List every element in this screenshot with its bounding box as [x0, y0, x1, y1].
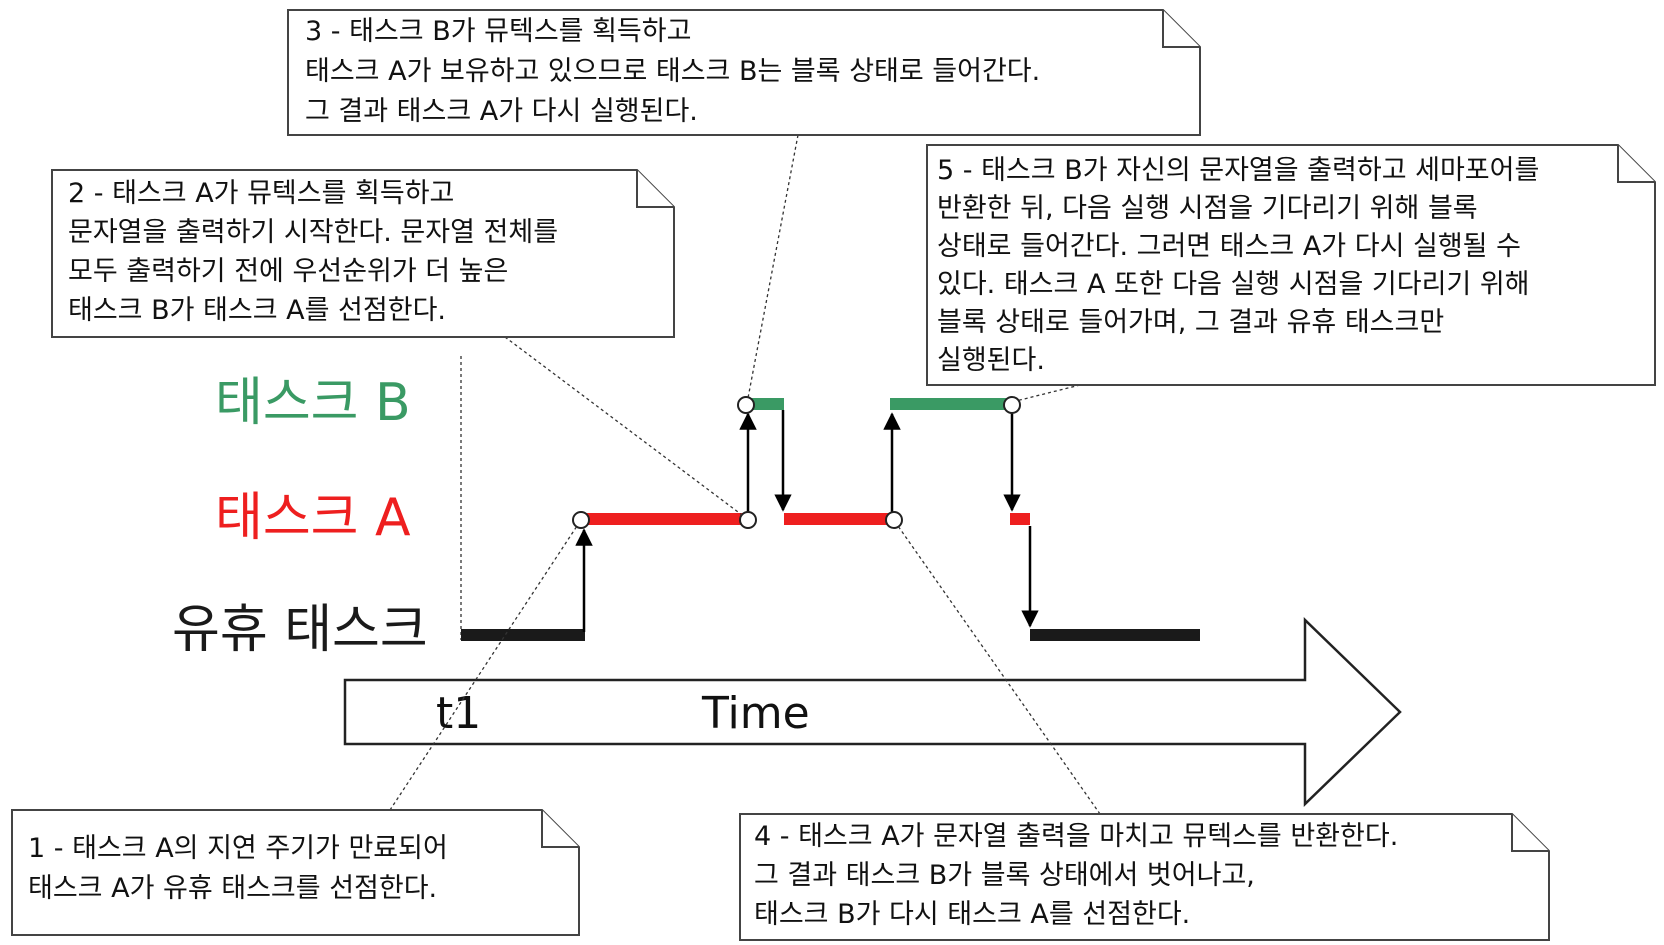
- note-5-line-3: 상태로 들어간다. 그러면 태스크 A가 다시 실행될 수: [937, 231, 1521, 262]
- note-1-line-2: 태스크 A가 유휴 태스크를 선점한다.: [28, 873, 437, 904]
- lane-label-idle: 유휴 태스크: [172, 600, 428, 660]
- time-axis-arrow: [343, 617, 1402, 807]
- note-1-line-1: 1 - 태스크 A의 지연 주기가 만료되어: [28, 833, 448, 864]
- event-node-4: [885, 511, 903, 529]
- note-5-line-1: 5 - 태스크 B가 자신의 문자열을 출력하고 세마포어를: [937, 155, 1539, 186]
- lane-label-task-b: 태스크 B: [215, 373, 411, 433]
- note-1: 1 - 태스크 A의 지연 주기가 만료되어 태스크 A가 유휴 태스크를 선점…: [11, 809, 580, 936]
- note-5-line-4: 있다. 태스크 A 또한 다음 실행 시점을 기다리기 위해: [937, 269, 1530, 300]
- note-5: 5 - 태스크 B가 자신의 문자열을 출력하고 세마포어를 반환한 뒤, 다음…: [926, 144, 1656, 386]
- leader-note5: [1015, 384, 1081, 402]
- note-4-line-2: 그 결과 태스크 B가 블록 상태에서 벗어나고,: [754, 860, 1255, 891]
- note-3: 3 - 태스크 B가 뮤텍스를 획득하고 태스크 A가 보유하고 있으므로 태스…: [287, 9, 1201, 136]
- leader-note1: [389, 525, 578, 811]
- lane-label-task-a: 태스크 A: [215, 488, 411, 548]
- note-4: 4 - 태스크 A가 문자열 출력을 마치고 뮤텍스를 반환한다. 그 결과 태…: [739, 813, 1550, 941]
- note-5-line-6: 실행된다.: [937, 345, 1045, 376]
- note-5-line-5: 블록 상태로 들어가며, 그 결과 유휴 태스크만: [937, 307, 1444, 338]
- note-2-line-4: 태스크 B가 태스크 A를 선점한다.: [68, 295, 446, 326]
- note-5-line-2: 반환한 뒤, 다음 실행 시점을 기다리기 위해 블록: [937, 193, 1478, 224]
- event-node-2: [739, 511, 757, 529]
- event-node-1: [572, 511, 590, 529]
- note-4-line-1: 4 - 태스크 A가 문자열 출력을 마치고 뮤텍스를 반환한다.: [754, 821, 1398, 852]
- leader-note4: [897, 525, 1101, 815]
- time-label: Time: [701, 688, 810, 739]
- event-node-5: [1003, 396, 1021, 414]
- event-node-3: [737, 396, 755, 414]
- note-3-line-3: 그 결과 태스크 A가 다시 실행된다.: [305, 96, 698, 127]
- note-3-line-1: 3 - 태스크 B가 뮤텍스를 획득하고: [305, 16, 691, 47]
- t1-label: t1: [436, 688, 481, 739]
- note-2: 2 - 태스크 A가 뮤텍스를 획득하고 문자열을 출력하기 시작한다. 문자열…: [51, 169, 675, 338]
- leader-note2: [504, 336, 743, 516]
- note-4-line-3: 태스크 B가 다시 태스크 A를 선점한다.: [754, 899, 1190, 930]
- note-3-line-2: 태스크 A가 보유하고 있으므로 태스크 B는 블록 상태로 들어간다.: [305, 56, 1040, 87]
- leader-note3: [747, 134, 799, 399]
- note-2-line-2: 문자열을 출력하기 시작한다. 문자열 전체를: [68, 217, 558, 248]
- note-2-line-1: 2 - 태스크 A가 뮤텍스를 획득하고: [68, 178, 454, 209]
- note-2-line-3: 모두 출력하기 전에 우선순위가 더 높은: [68, 256, 508, 287]
